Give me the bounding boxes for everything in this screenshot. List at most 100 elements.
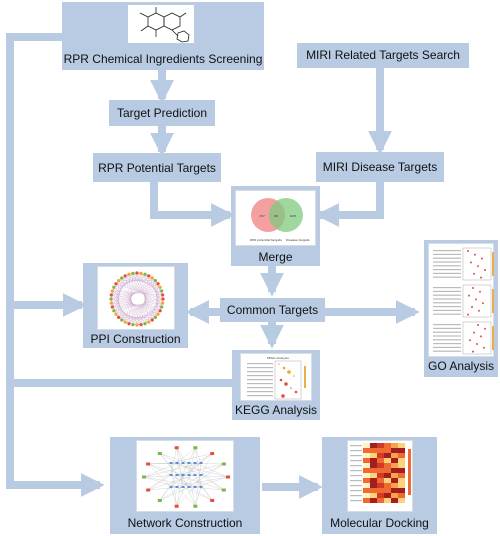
net-target-node [175, 462, 179, 464]
net-target-node [169, 486, 173, 488]
ppi-edge [157, 283, 163, 295]
net-target-node [175, 486, 179, 488]
go-term-label [433, 250, 461, 252]
ppi-node-dot [112, 285, 116, 289]
go-dot [481, 257, 483, 260]
net-compound-node [210, 498, 215, 502]
go-dot [469, 339, 471, 342]
go-dot [478, 309, 480, 312]
go-dot [475, 298, 477, 301]
net-edge [143, 476, 178, 488]
ppi-node-dot [139, 323, 143, 327]
miri-targets-label: MIRI Disease Targets [322, 160, 438, 174]
net-edge [176, 486, 196, 507]
net-compound-node [174, 504, 179, 508]
ppi-node-dot [158, 285, 162, 289]
dock-cell [391, 493, 398, 498]
dock-cell [391, 458, 398, 463]
dock-row-label [350, 490, 362, 492]
ppi-node-dot [131, 271, 135, 275]
dock-cell [370, 473, 377, 478]
net-edge [194, 453, 213, 464]
ppi-node-dot [109, 301, 113, 305]
dock-row-label [350, 450, 362, 452]
go-term-label [433, 253, 461, 255]
dock-cell [370, 458, 377, 463]
net-edge [182, 453, 213, 476]
ppi-node-dot [160, 305, 164, 309]
kegg-term-label [247, 383, 273, 385]
screening-node: RPR Chemical Ingredients Screening [62, 2, 264, 70]
go-term-label [433, 331, 461, 333]
ppi-edge [112, 290, 163, 296]
net-edge [170, 453, 213, 464]
ppi-node-dot [143, 272, 147, 276]
net-compound-node [193, 446, 198, 450]
kegg-term-label [247, 363, 273, 365]
dock-cell [384, 463, 391, 468]
ppi-edge [155, 283, 159, 318]
go-term-label [433, 324, 461, 326]
net-edge [176, 447, 196, 488]
dock-cell [370, 463, 377, 468]
ppi-node-dot [120, 276, 124, 280]
ppi-node-dot [160, 289, 164, 293]
net-compound-node [146, 462, 151, 466]
ppi-node-dot [127, 272, 131, 276]
ppi-node-dot [150, 276, 154, 280]
kegg-node: KEGG Analysis KEGG Analysis [232, 350, 320, 420]
go-label: GO Analysis [427, 359, 495, 373]
dock-cell [391, 468, 398, 473]
net-compound-node [193, 504, 198, 508]
go-panel-frame [462, 321, 492, 355]
dock-cell [363, 458, 370, 463]
ppi-edge [113, 275, 149, 288]
dock-cell [398, 478, 405, 483]
kegg-term-label [247, 379, 273, 381]
target-prediction-label: Target Prediction [116, 106, 208, 120]
dock-cell [398, 483, 405, 488]
go-term-label [433, 265, 461, 267]
dock-cell [363, 443, 370, 448]
net-compound-node [221, 462, 226, 466]
go-term-label [433, 335, 461, 337]
net-edge [195, 486, 202, 507]
dock-cell [391, 483, 398, 488]
net-target-node [181, 462, 185, 464]
ppi-edge [155, 280, 159, 315]
net-edge [148, 474, 172, 491]
go-dot [477, 265, 479, 268]
venn-overlap-count: 98 [274, 214, 278, 218]
ppi-node-dot [114, 312, 118, 316]
go-dot [470, 261, 472, 264]
kegg-dot [293, 375, 295, 377]
net-edge [159, 453, 178, 476]
dock-cell [370, 488, 377, 493]
go-term-label [433, 257, 461, 259]
venn-right-count: 628 [290, 214, 296, 218]
dock-cell [391, 478, 398, 483]
ppi-edge [121, 277, 159, 284]
dock-cell [398, 453, 405, 458]
net-edge [194, 453, 213, 488]
kegg-plot-frame [274, 360, 302, 400]
venn-left-label: RPR potential targets [250, 238, 282, 242]
net-edge [159, 474, 178, 501]
go-term-label [433, 350, 461, 352]
dock-row-label [350, 470, 362, 472]
ppi-node-dot [153, 315, 157, 319]
net-target-node [193, 462, 197, 464]
net-edge [159, 486, 190, 501]
dock-cell [370, 448, 377, 453]
net-edge [159, 453, 202, 476]
ppi-node-dot [120, 318, 124, 322]
ppi-network-panel [97, 266, 175, 330]
ppi-edge [118, 294, 163, 318]
go-dot [473, 331, 475, 334]
net-edge [176, 462, 196, 507]
kegg-term-label [247, 387, 273, 389]
net-target-node [187, 462, 191, 464]
ppi-edge [132, 273, 163, 296]
dock-cell [398, 463, 405, 468]
net-edge [188, 463, 224, 488]
